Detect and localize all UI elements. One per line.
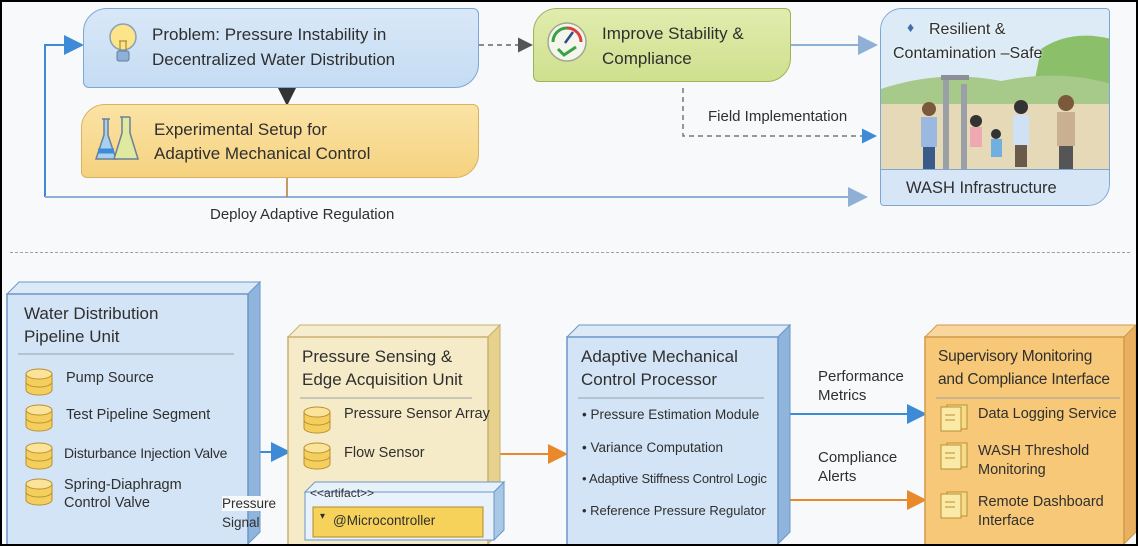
sensing-item: Flow Sensor (344, 445, 425, 461)
flask-icon (94, 116, 140, 160)
improve-stability-box: Improve Stability & Compliance (533, 8, 791, 82)
pipeline-item: Spring-Diaphragm (64, 477, 182, 493)
database-icon (25, 404, 53, 432)
improve-text-line1: Improve Stability & (602, 24, 744, 43)
document-icon (940, 404, 968, 432)
deploy-adaptive-regulation-label: Deploy Adaptive Regulation (210, 206, 395, 223)
pipeline-item: Disturbance Injection Valve (64, 445, 228, 461)
supervisory-item: Remote Dashboard (978, 494, 1104, 510)
pipeline-item: Pump Source (66, 370, 154, 386)
pressure-signal-label-2: Signal (222, 515, 260, 530)
caption-bar (881, 169, 1109, 205)
processor-item-label: Variance Computation (590, 440, 724, 455)
compliance-alerts-label-1: Compliance (818, 449, 898, 466)
pipeline-item: Test Pipeline Segment (66, 407, 211, 423)
processor-title-line1: Adaptive Mechanical (581, 347, 738, 366)
gauge-check-icon (547, 22, 587, 62)
wash-infrastructure-box: ♦ Resilient & Contamination –Safe WASH I… (880, 8, 1110, 206)
performance-metrics-label-1: Performance (818, 368, 904, 385)
supervisory-item: WASH Threshold (978, 443, 1090, 459)
lightbulb-icon (109, 23, 137, 62)
database-icon (303, 442, 331, 470)
sensing-item: Pressure Sensor Array (344, 406, 490, 422)
processor-item: • Pressure Estimation Module (582, 407, 760, 422)
supervisory-title-line1: Supervisory Monitoring (938, 348, 1093, 365)
performance-metrics-label-2: Metrics (818, 387, 867, 404)
database-icon (303, 406, 331, 434)
outcome-text-line1: Resilient & (929, 21, 1006, 38)
artifact-bullet: ▾ (320, 511, 326, 522)
sensing-title-line1: Pressure Sensing & (302, 347, 453, 366)
processor-cube (565, 323, 792, 544)
field-implementation-arrow (682, 88, 877, 144)
database-icon (25, 368, 53, 396)
supervisory-title-line2: and Compliance Interface (938, 371, 1110, 388)
database-icon (25, 442, 53, 470)
document-icon (940, 491, 968, 519)
supervisory-item: Data Logging Service (978, 406, 1117, 422)
processor-item-label: Adaptive Stiffness Control Logic (589, 471, 767, 486)
processor-item: • Reference Pressure Regulator (582, 503, 766, 518)
supervisory-item: Monitoring (978, 462, 1046, 478)
problem-text-line2: Decentralized Water Distribution (152, 50, 396, 69)
document-icon (940, 442, 968, 470)
experimental-text-line2: Adaptive Mechanical Control (154, 144, 371, 163)
processor-item-label: Pressure Estimation Module (590, 407, 760, 422)
water-drop-icon: ♦ (907, 19, 915, 35)
outcome-caption: WASH Infrastructure (906, 179, 1057, 197)
pressure-signal-label-1: Pressure (222, 496, 277, 511)
problem-box: Problem: Pressure Instability in Decentr… (83, 8, 479, 88)
processor-item: • Variance Computation (582, 440, 724, 455)
pipeline-title-line2: Pipeline Unit (24, 327, 120, 346)
microcontroller-artifact: @Microcontroller (333, 513, 436, 528)
supervisory-item: Interface (978, 513, 1035, 529)
improve-text-line2: Compliance (602, 49, 692, 68)
feedback-arrow (44, 35, 84, 197)
compliance-alerts-label-2: Alerts (818, 468, 857, 485)
sensing-title-line2: Edge Acquisition Unit (302, 370, 463, 389)
artifact-stereotype: <<artifact>> (310, 486, 375, 500)
database-icon (25, 478, 53, 506)
outcome-text-line2: Contamination –Safe (893, 45, 1043, 62)
section-divider (10, 252, 1130, 253)
pipeline-title-line1: Water Distribution (24, 304, 159, 323)
processor-item-label: Reference Pressure Regulator (590, 503, 766, 518)
experimental-text-line1: Experimental Setup for (154, 120, 327, 139)
field-implementation-label: Field Implementation (708, 108, 848, 125)
community-water-illustration (881, 9, 1109, 174)
processor-item: • Adaptive Stiffness Control Logic (582, 471, 767, 486)
pipeline-item: Control Valve (64, 495, 150, 511)
experimental-setup-box: Experimental Setup for Adaptive Mechanic… (81, 104, 479, 178)
processor-title-line2: Control Processor (581, 370, 718, 389)
problem-text-line1: Problem: Pressure Instability in (152, 25, 387, 44)
